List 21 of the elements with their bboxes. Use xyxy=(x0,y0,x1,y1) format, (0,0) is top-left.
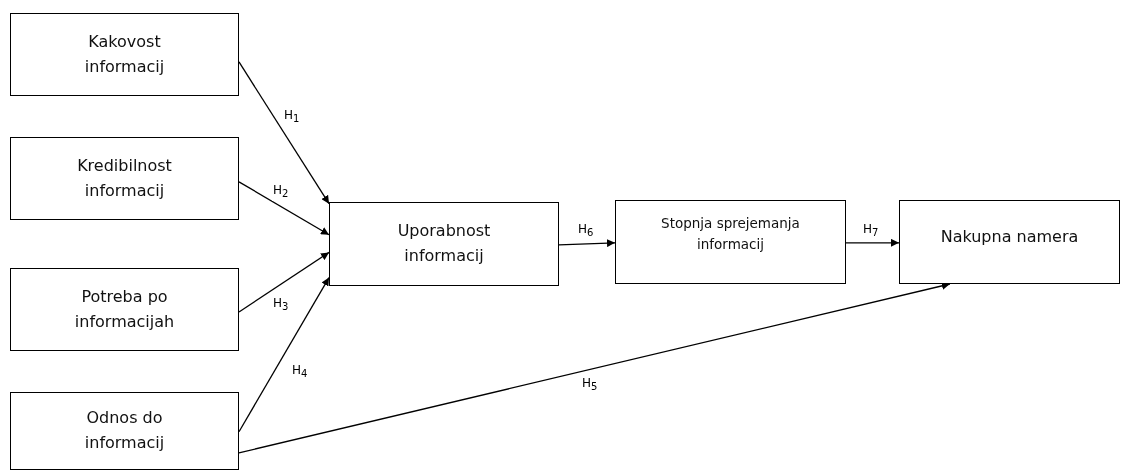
arrow xyxy=(238,61,330,205)
arrow xyxy=(558,239,616,248)
box-label: Odnos do informacij xyxy=(83,407,166,454)
box-label: Kredibilnost informacij xyxy=(76,154,173,202)
process-box xyxy=(899,200,1120,284)
arrow xyxy=(845,238,900,247)
process-box xyxy=(10,268,239,351)
process-box xyxy=(10,13,239,96)
arrow xyxy=(238,181,330,236)
process-box xyxy=(10,137,239,220)
box-label: Nakupna namera xyxy=(939,226,1080,248)
process-box xyxy=(615,200,846,284)
box-label: Stopnja sprejemanja informacij xyxy=(660,214,801,254)
arrow xyxy=(238,251,330,313)
arrow xyxy=(238,276,330,433)
box-label: Potreba po informacijah xyxy=(73,285,176,333)
edge-label: H$_{2}$ xyxy=(272,183,290,202)
box-label: Kakovost informacij xyxy=(83,30,166,78)
process-box xyxy=(10,392,239,470)
process-box xyxy=(329,202,559,286)
box-label: Uporabnost informacij xyxy=(396,220,492,267)
